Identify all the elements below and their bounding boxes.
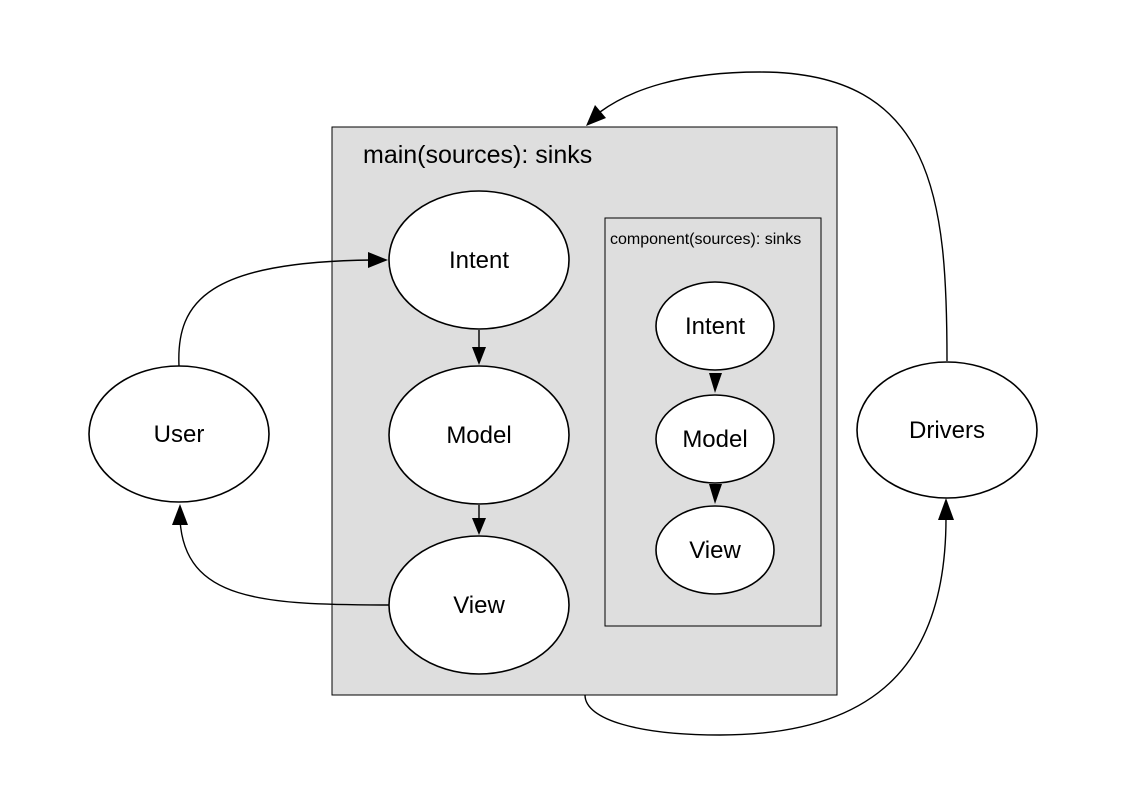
arrowhead-user-to-intent	[368, 252, 388, 268]
main-intent-label: Intent	[449, 247, 509, 274]
drivers-node	[856, 361, 1038, 499]
drivers-label: Drivers	[909, 417, 985, 444]
arrowhead-main-to-drivers	[938, 498, 954, 520]
component-view-node	[655, 505, 775, 595]
component-model-node	[655, 394, 775, 484]
component-intent-label: Intent	[685, 313, 745, 340]
edge-view-to-user	[179, 519, 390, 606]
edge-main-to-drivers	[584, 517, 947, 736]
edge-user-to-intent	[178, 259, 373, 367]
main-box-label: main(sources): sinks	[363, 141, 592, 169]
arrowhead-comp-model-to-view	[709, 484, 722, 504]
component-intent-node	[655, 281, 775, 371]
arrowhead-drivers-to-main	[586, 105, 606, 126]
component-box-label: component(sources): sinks	[610, 231, 801, 248]
component-model-label: Model	[682, 426, 747, 453]
arrowhead-intent-to-model	[472, 347, 486, 365]
component-view-label: View	[689, 537, 741, 564]
main-model-label: Model	[446, 422, 511, 449]
main-view-label: View	[453, 592, 505, 619]
edge-drivers-to-main	[599, 71, 948, 362]
user-label: User	[154, 421, 205, 448]
arrowhead-comp-intent-to-model	[709, 373, 722, 393]
arrowhead-model-to-view	[472, 518, 486, 535]
main-view-node	[388, 535, 570, 675]
main-intent-node	[388, 190, 570, 330]
arrowhead-view-to-user	[172, 504, 188, 525]
main-model-node	[388, 365, 570, 505]
user-node	[88, 365, 270, 503]
